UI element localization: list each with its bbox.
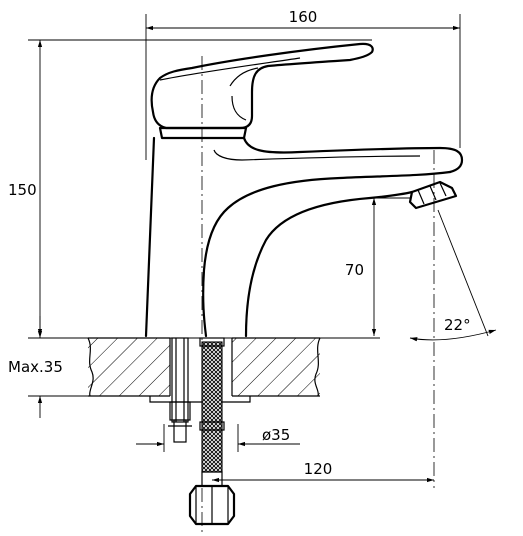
dimension-angle-22: 22°: [409, 209, 497, 342]
dimension-width-160: 160: [145, 8, 461, 160]
hole-diameter-label: ø35: [262, 426, 290, 444]
flexible-hose: [188, 337, 236, 526]
angle-label: 22°: [444, 316, 471, 334]
width-label: 160: [289, 8, 318, 26]
reach-label: 120: [304, 460, 333, 478]
dimension-deck-thickness: Max.35: [8, 316, 88, 418]
deck-section: [87, 337, 321, 403]
height-label: 150: [8, 181, 37, 199]
faucet-body: [144, 42, 464, 338]
deck-thickness-label: Max.35: [8, 358, 63, 376]
dimension-height-150: 150: [8, 39, 372, 336]
dimension-hole-diameter: ø35: [136, 424, 300, 452]
fixing-stud: [168, 337, 192, 443]
dimension-reach-120: 120: [212, 460, 434, 483]
spout-height-label: 70: [345, 261, 364, 279]
dimension-spout-height-70: 70: [345, 197, 410, 336]
